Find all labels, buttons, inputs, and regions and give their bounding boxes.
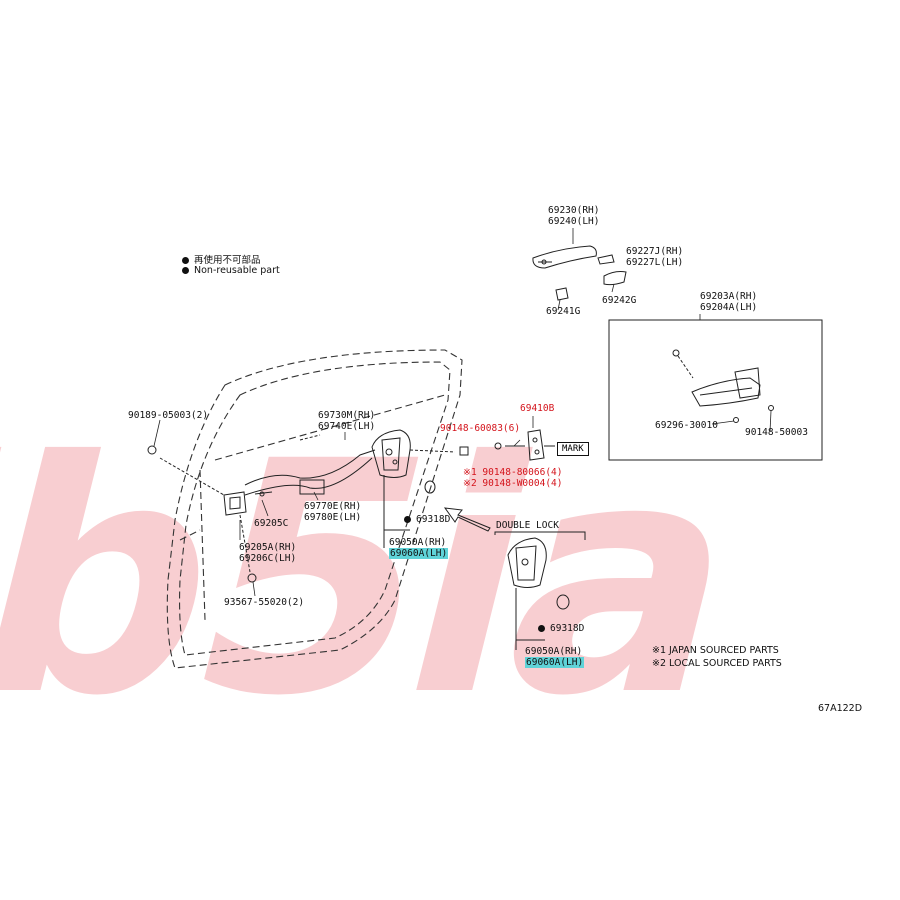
leader-lines [153, 228, 772, 597]
part-label-69318d[interactable]: 69318D [538, 623, 584, 634]
outer-handle-drawing [532, 245, 627, 301]
part-label[interactable]: 69050A(RH) [525, 646, 583, 657]
bracket-drawing [494, 429, 555, 461]
part-label[interactable]: ※2 90148-W0004(4) [463, 478, 563, 489]
part-label[interactable]: 69770E(RH) [304, 501, 362, 512]
part-label[interactable]: 69780E(LH) [304, 512, 362, 523]
part-label[interactable]: 69296-30010 [655, 420, 718, 431]
door-lock-drawing [371, 429, 469, 548]
part-label[interactable]: 69050A(RH) [389, 537, 447, 548]
part-label[interactable]: 69204A(LH) [700, 302, 758, 313]
part-label[interactable]: 69740E(LH) [318, 421, 376, 432]
part-label[interactable]: 69227J(RH) [626, 246, 684, 257]
part-label[interactable]: 69206C(LH) [239, 553, 297, 564]
part-label[interactable]: 90189-05003(2) [128, 410, 209, 421]
cable-drawing [244, 434, 376, 496]
note-japan-sourced: ※1 JAPAN SOURCED PARTS [652, 645, 779, 656]
part-label[interactable]: 90148-50003 [745, 427, 808, 438]
part-label-text: 69318D [550, 623, 585, 634]
part-label[interactable]: 69241G [546, 306, 581, 317]
part-label-highlighted[interactable]: 69060A(LH) [389, 548, 449, 559]
part-label-highlighted[interactable]: 69060A(LH) [525, 657, 585, 668]
part-label[interactable]: 69227L(LH) [626, 257, 684, 268]
arrow-indicator [443, 507, 491, 532]
legend-non-reusable-jp: 再使用不可部品 [182, 252, 261, 266]
part-label[interactable]: 69242G [602, 295, 637, 306]
legend-text: 再使用不可部品 [194, 255, 261, 266]
part-label[interactable]: ※1 90148-80066(4) [463, 467, 563, 478]
part-label[interactable]: 69203A(RH) [700, 291, 758, 302]
door-outline [166, 349, 463, 669]
part-label-69318d[interactable]: 69318D [404, 514, 450, 525]
double-lock-label: DOUBLE LOCK [496, 520, 559, 531]
part-label[interactable]: 93567-55020(2) [224, 597, 305, 608]
bullet-icon [182, 257, 189, 264]
part-label[interactable]: 69410B [520, 403, 555, 414]
part-label[interactable]: 69205C [254, 518, 289, 529]
handle-frame-box [608, 319, 823, 461]
legend-text: Non-reusable part [194, 265, 280, 276]
bullet-icon [182, 267, 189, 274]
part-label-text: 69318D [416, 514, 451, 525]
handle-frame-drawing [672, 349, 774, 423]
part-label[interactable]: 69230(RH) [548, 205, 600, 216]
note-local-sourced: ※2 LOCAL SOURCED PARTS [652, 658, 782, 669]
non-reusable-bullet-icon [538, 625, 545, 632]
legend-non-reusable-en: Non-reusable part [182, 265, 280, 276]
part-label[interactable]: 69730M(RH) [318, 410, 376, 421]
part-label[interactable]: 90148-60083(6) [440, 423, 521, 434]
double-lock-drawing [494, 531, 586, 650]
part-label-text: 69060A(LH) [525, 657, 585, 668]
mark-label: MARK [557, 442, 589, 456]
part-label-text: 69060A(LH) [389, 548, 449, 559]
svg-text:ib5ia: ib5ia [0, 393, 769, 766]
watermark-logo: ib5ia [0, 393, 769, 766]
inner-handle-drawing [147, 445, 273, 583]
figure-id: 67A122D [818, 703, 863, 714]
part-label[interactable]: 69205A(RH) [239, 542, 297, 553]
non-reusable-bullet-icon [404, 516, 411, 523]
part-label[interactable]: 69240(LH) [548, 216, 600, 227]
